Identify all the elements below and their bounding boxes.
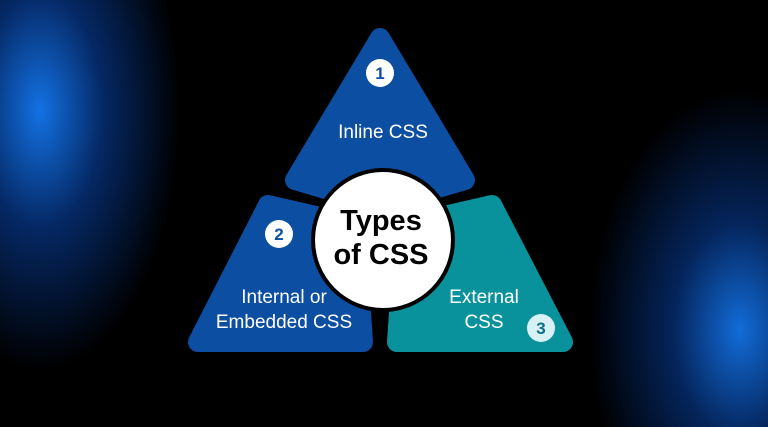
- label-internal-line2: Embedded CSS: [216, 312, 352, 333]
- label-inline-css: Inline CSS: [338, 122, 428, 143]
- number-3: 3: [536, 319, 545, 338]
- number-2: 2: [274, 225, 283, 244]
- number-badge-3: [527, 314, 555, 342]
- number-badge-1: [366, 59, 394, 87]
- label-internal-line1: Internal or: [241, 287, 327, 308]
- number-badge-2: [265, 220, 293, 248]
- center-circle: Types of CSS: [311, 168, 455, 312]
- label-external-line1: External: [449, 287, 519, 308]
- center-circle-shape: [311, 168, 455, 312]
- title-line2: of CSS: [333, 239, 428, 271]
- title-line1: Types: [340, 205, 422, 237]
- label-external-line2: CSS: [464, 312, 503, 333]
- number-1: 1: [375, 64, 384, 83]
